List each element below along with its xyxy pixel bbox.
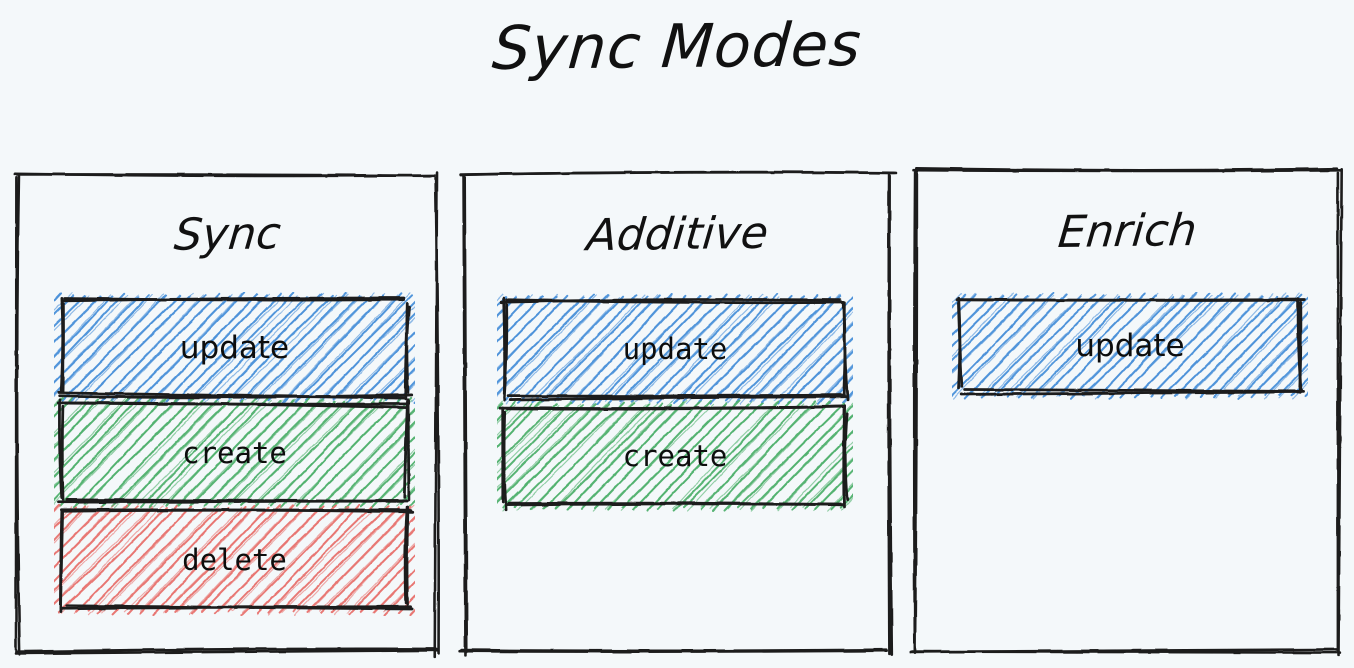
op-box-additive-create[interactable]: create <box>497 400 853 512</box>
op-label-update: update <box>179 329 290 366</box>
op-label-update: update <box>622 331 728 366</box>
op-box-border <box>955 296 1306 396</box>
op-hatch-fill <box>54 397 415 509</box>
op-box-sync-create[interactable]: create <box>54 397 415 509</box>
op-box-sync-delete[interactable]: delete <box>54 504 415 616</box>
op-label-update: update <box>1075 327 1185 364</box>
panel-title-enrich: Enrich <box>1056 205 1199 258</box>
op-box-sync-update[interactable]: update <box>54 292 415 404</box>
op-hatch-fill <box>497 400 853 512</box>
op-box-border <box>59 505 414 614</box>
panel-title-additive: Additive <box>584 207 771 262</box>
op-label-delete: delete <box>182 542 287 577</box>
panel-title-sync: Sync <box>172 208 283 261</box>
panel-enrich: Enrich update <box>909 166 1343 657</box>
op-box-border <box>57 296 414 401</box>
op-box-border <box>499 296 849 403</box>
op-box-additive-update[interactable]: update <box>497 293 853 405</box>
op-label-create: create <box>622 438 728 473</box>
page-title: Sync Modes <box>489 10 865 84</box>
op-hatch-fill <box>54 292 415 404</box>
panel-sync: Sync update create delete <box>13 171 440 659</box>
op-box-enrich-update[interactable]: update <box>952 292 1308 400</box>
op-box-border <box>498 404 849 512</box>
op-label-create: create <box>182 435 287 470</box>
panel-additive: Additive update create <box>458 170 898 657</box>
op-box-border <box>56 398 411 504</box>
